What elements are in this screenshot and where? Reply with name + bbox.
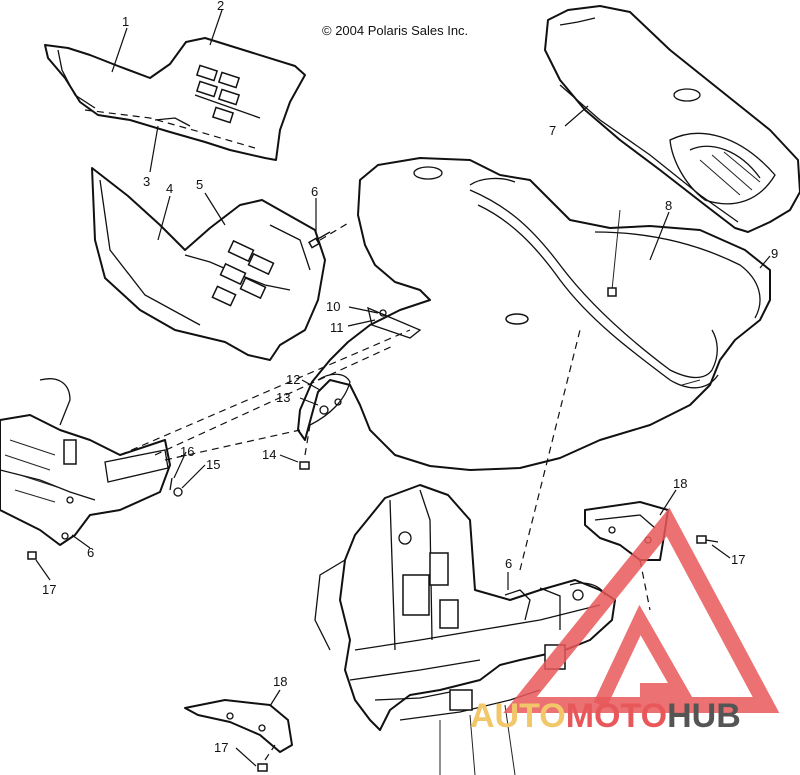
callout-8: 8 [665, 198, 672, 213]
callout-17-left: 17 [42, 582, 56, 597]
callout-12: 12 [286, 372, 300, 387]
callout-1: 1 [122, 14, 129, 29]
bolt-6-upper [308, 231, 331, 249]
callout-15: 15 [206, 457, 220, 472]
callout-4: 4 [166, 181, 173, 196]
footrest-assembly [0, 378, 171, 546]
assembly-lines [119, 221, 651, 761]
screw-17-bottom [257, 763, 268, 772]
callout-17-bottom: 17 [214, 740, 228, 755]
callout-17-right: 17 [731, 552, 745, 567]
part-4-5-side-panel [91, 167, 326, 361]
callouts: 1 2 3 4 5 6 6 6 7 8 9 10 11 12 13 14 15 … [42, 0, 778, 755]
callout-7: 7 [549, 123, 556, 138]
callout-18-right: 18 [673, 476, 687, 491]
screw-14 [299, 461, 310, 470]
part-9-front-fender [297, 157, 771, 471]
part-18-lower-bracket [184, 699, 293, 753]
automotohub-watermark: AUTOMOTOHUB [470, 507, 780, 735]
pin-16 [169, 477, 173, 491]
watermark-auto: AUTOMOTOHUB [470, 697, 741, 735]
part-1-left-panel [44, 37, 306, 161]
callout-2: 2 [217, 0, 224, 13]
copyright-text: © 2004 Polaris Sales Inc. [322, 23, 468, 38]
callout-6-frame: 6 [505, 556, 512, 571]
callout-14: 14 [262, 447, 276, 462]
screw-17-left [27, 551, 37, 560]
callout-6-left: 6 [87, 545, 94, 560]
callout-13: 13 [276, 390, 290, 405]
callout-18-lower: 18 [273, 674, 287, 689]
callout-10: 10 [326, 299, 340, 314]
callout-6-upper: 6 [311, 184, 318, 199]
fasteners [27, 231, 719, 772]
callout-9: 9 [771, 246, 778, 261]
part-7-seat [544, 5, 800, 233]
callout-11: 11 [330, 320, 344, 335]
screw-17-right [696, 535, 719, 544]
callout-3: 3 [143, 174, 150, 189]
washer-15 [173, 487, 183, 497]
rivet-10 [379, 309, 387, 317]
callout-5: 5 [196, 177, 203, 192]
leader-lines [35, 9, 771, 767]
frame-assembly [314, 484, 616, 775]
callout-16: 16 [180, 444, 194, 459]
